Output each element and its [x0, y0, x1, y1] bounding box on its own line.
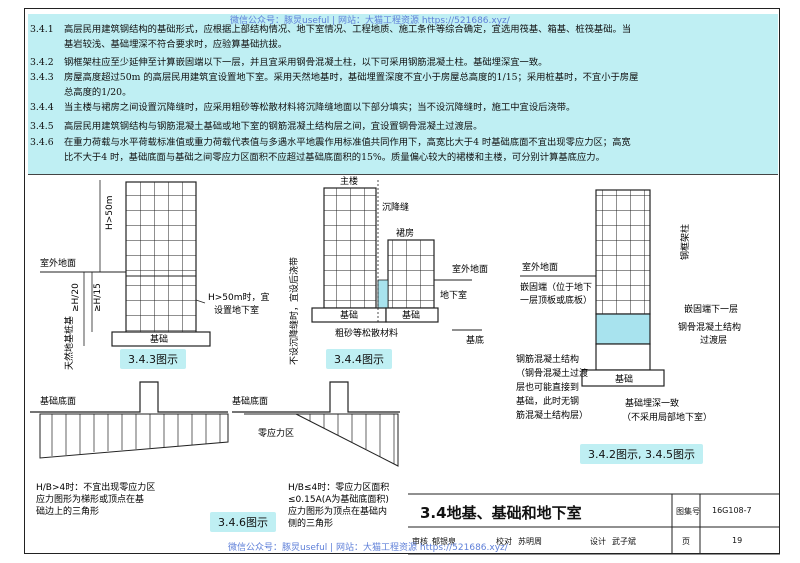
column-label: 钢框架柱	[679, 224, 691, 260]
clause-number: 3.4.2	[30, 57, 54, 68]
outdoor-ground-label: 室外地面	[40, 257, 76, 269]
joint-label: 沉降缝	[382, 201, 409, 213]
embed-line-2: 一层顶板或底板）	[520, 294, 592, 306]
footing-right	[232, 381, 400, 413]
figure-3-4-6: 基础底面 H/B>4时：不宜出现零应力区 应力图形为梯形或顶点在基 础边上的三角…	[30, 381, 400, 529]
left-note-3: 础边上的三角形	[36, 505, 99, 517]
clause-line: 在重力荷载与水平荷载标准值或重力荷载代表值与多遇水平地震作用标准值共同作用下，高…	[64, 137, 631, 148]
ratio-20-label: ≥H/20	[71, 283, 81, 312]
rc-line-2: （钢骨混凝土过渡	[516, 367, 588, 379]
caption-3-4-2: 3.4.2图示, 3.4.5图示	[580, 444, 703, 464]
rc-line-5: 筋混凝土结构层）	[516, 409, 588, 421]
sand-fill	[377, 279, 389, 309]
watermark-bottom: 微信公众号：豚炅useful | 网站：大猫工程资源 https://52168…	[228, 543, 508, 553]
building-frame	[125, 181, 197, 333]
clause-number: 3.4.4	[30, 102, 54, 113]
left-note-2: 应力图形为梯形或顶点在基	[36, 493, 144, 505]
reviewer-name: 郁银泉	[432, 537, 456, 546]
right-note-4: 侧的三角形	[288, 517, 333, 529]
base-label: 基底	[466, 334, 484, 346]
vertical-note: 不设沉降缝时，宜设后浇带	[288, 257, 300, 365]
clause-line: 房屋高度超过50m 的高层民用建筑宜设置地下室。采用天然地基时，基础埋置深度不宜…	[64, 72, 639, 83]
page-frame	[24, 8, 780, 554]
main-tower-label: 主楼	[340, 175, 358, 187]
checker-name: 苏明周	[518, 537, 542, 546]
podium	[387, 239, 435, 309]
clause-line: 高层民用建筑钢结构与钢筋混凝土基础或地下室的钢筋混凝土结构层之间，宜设置钢骨混凝…	[64, 121, 483, 132]
clause-number: 3.4.3	[30, 72, 54, 83]
clause-line: 总高度的1/20。	[64, 87, 132, 98]
left-note-1: H/B>4时：不宜出现零应力区	[36, 481, 155, 493]
depth-line-2: （不采用局部地下室）	[622, 411, 712, 423]
figure-3-4-4: 主楼 沉降缝 裙房 室外地面 地下室 基础 基础 粗砂等松散材料 不设沉降缝时，…	[288, 175, 488, 365]
check-label: 校对	[496, 537, 512, 546]
caption-3-4-3: 3.4.3图示	[120, 349, 186, 369]
rc-line-4: 基础，此时无钢	[516, 395, 579, 407]
basement-label: 地下室	[440, 289, 467, 301]
foundation-block	[581, 369, 665, 387]
right-note-1: H/B≤4时：零应力区面积	[288, 481, 389, 493]
main-tower	[323, 187, 377, 309]
page-label: 页	[682, 537, 690, 546]
zero-stress-label: 零应力区	[258, 427, 294, 439]
transition-layer	[595, 313, 651, 345]
clause-line: 钢框架柱应至少延伸至计算嵌固端以下一层，并且宜采用钢骨混凝土柱，以下可采用钢筋混…	[64, 57, 548, 68]
pile-label: 桩基	[63, 316, 75, 334]
page-number: 19	[732, 536, 743, 545]
designer-name: 武子斌	[612, 537, 636, 546]
caption-3-4-4: 3.4.4图示	[326, 349, 392, 369]
foundation-label: 基础	[615, 373, 633, 385]
figure-3-4-3: H>50m 室外地面 ≥H/20 ≥H/15 桩基 天然地基 基础 H>50m时…	[40, 180, 270, 370]
caption-3-4-6: 3.4.6图示	[210, 512, 276, 532]
outdoor-ground-label: 室外地面	[452, 263, 488, 275]
clause-line: 比不大于4 时，基础底面与基础之间零应力区面积不应超过基础底面积的15%。质量偏…	[64, 152, 605, 163]
clause-number: 3.4.5	[30, 121, 54, 132]
clause-line: 高层民用建筑钢结构的基础形式，应根据上部结构情况、地下室情况、工程地质、施工条件…	[64, 24, 632, 35]
figure-3-4-2: 室外地面 嵌固端（位于地下 一层顶板或底板） 钢框架柱 嵌固端下一层 钢骨混凝土…	[516, 189, 741, 423]
watermark-top: 微信公众号：豚炅useful | 网站：大猫工程资源 https://52168…	[230, 16, 510, 26]
base-left-label: 基础底面	[40, 395, 76, 407]
clause-line: 基岩较浅、基础埋深不符合要求时，应验算基础抗拔。	[64, 39, 288, 50]
rc-layer	[595, 343, 651, 371]
podium-label: 裙房	[396, 227, 414, 239]
foundation-label: 基础	[150, 333, 168, 345]
ratio-15-label: ≥H/15	[93, 283, 103, 312]
atlas-label: 图集号	[676, 507, 700, 516]
steel-frame	[595, 189, 651, 315]
design-label: 设计	[590, 537, 606, 546]
natural-foundation-label: 天然地基	[63, 334, 75, 370]
embed-line-1: 嵌固端（位于地下	[520, 281, 592, 293]
drawing-title: 3.4地基、基础和地下室	[420, 504, 582, 522]
clause-number: 3.4.1	[30, 24, 54, 35]
base-right-label: 基础底面	[232, 395, 268, 407]
title-block-grid	[408, 493, 780, 555]
depth-line-1: 基础埋深一致	[625, 397, 679, 409]
outdoor-ground-label: 室外地面	[522, 261, 558, 273]
height-label: H>50m	[105, 195, 115, 230]
rc-line-3: 层也可能直接到	[516, 381, 579, 393]
foundation-a-label: 基础	[340, 309, 358, 321]
transition-line-1: 钢骨混凝土结构	[678, 321, 741, 333]
foundation-b-label: 基础	[402, 309, 420, 321]
clause-number: 3.4.6	[30, 137, 54, 148]
footing-left	[30, 381, 228, 413]
text-panel	[28, 14, 778, 175]
foundation-block	[111, 331, 211, 347]
sand-material-label: 粗砂等松散材料	[335, 327, 398, 339]
below-label: 嵌固端下一层	[684, 303, 738, 315]
note-line-1: H>50m时，宜	[208, 291, 270, 303]
right-note-3: 应力图形为顶点在基础内	[288, 505, 387, 517]
clause-line: 当主楼与裙房之间设置沉降缝时，应采用粗砂等松散材料将沉降缝地面以下部分填实；当不…	[64, 102, 576, 113]
right-note-2: ≤0.15A(A为基础底面积)	[288, 493, 389, 505]
note-line-2: 设置地下室	[214, 304, 259, 316]
transition-line-2: 过渡层	[700, 334, 727, 346]
rc-line-1: 钢筋混凝土结构	[516, 353, 579, 365]
review-label: 审核	[412, 537, 428, 546]
atlas-number: 16G108-7	[712, 506, 752, 515]
